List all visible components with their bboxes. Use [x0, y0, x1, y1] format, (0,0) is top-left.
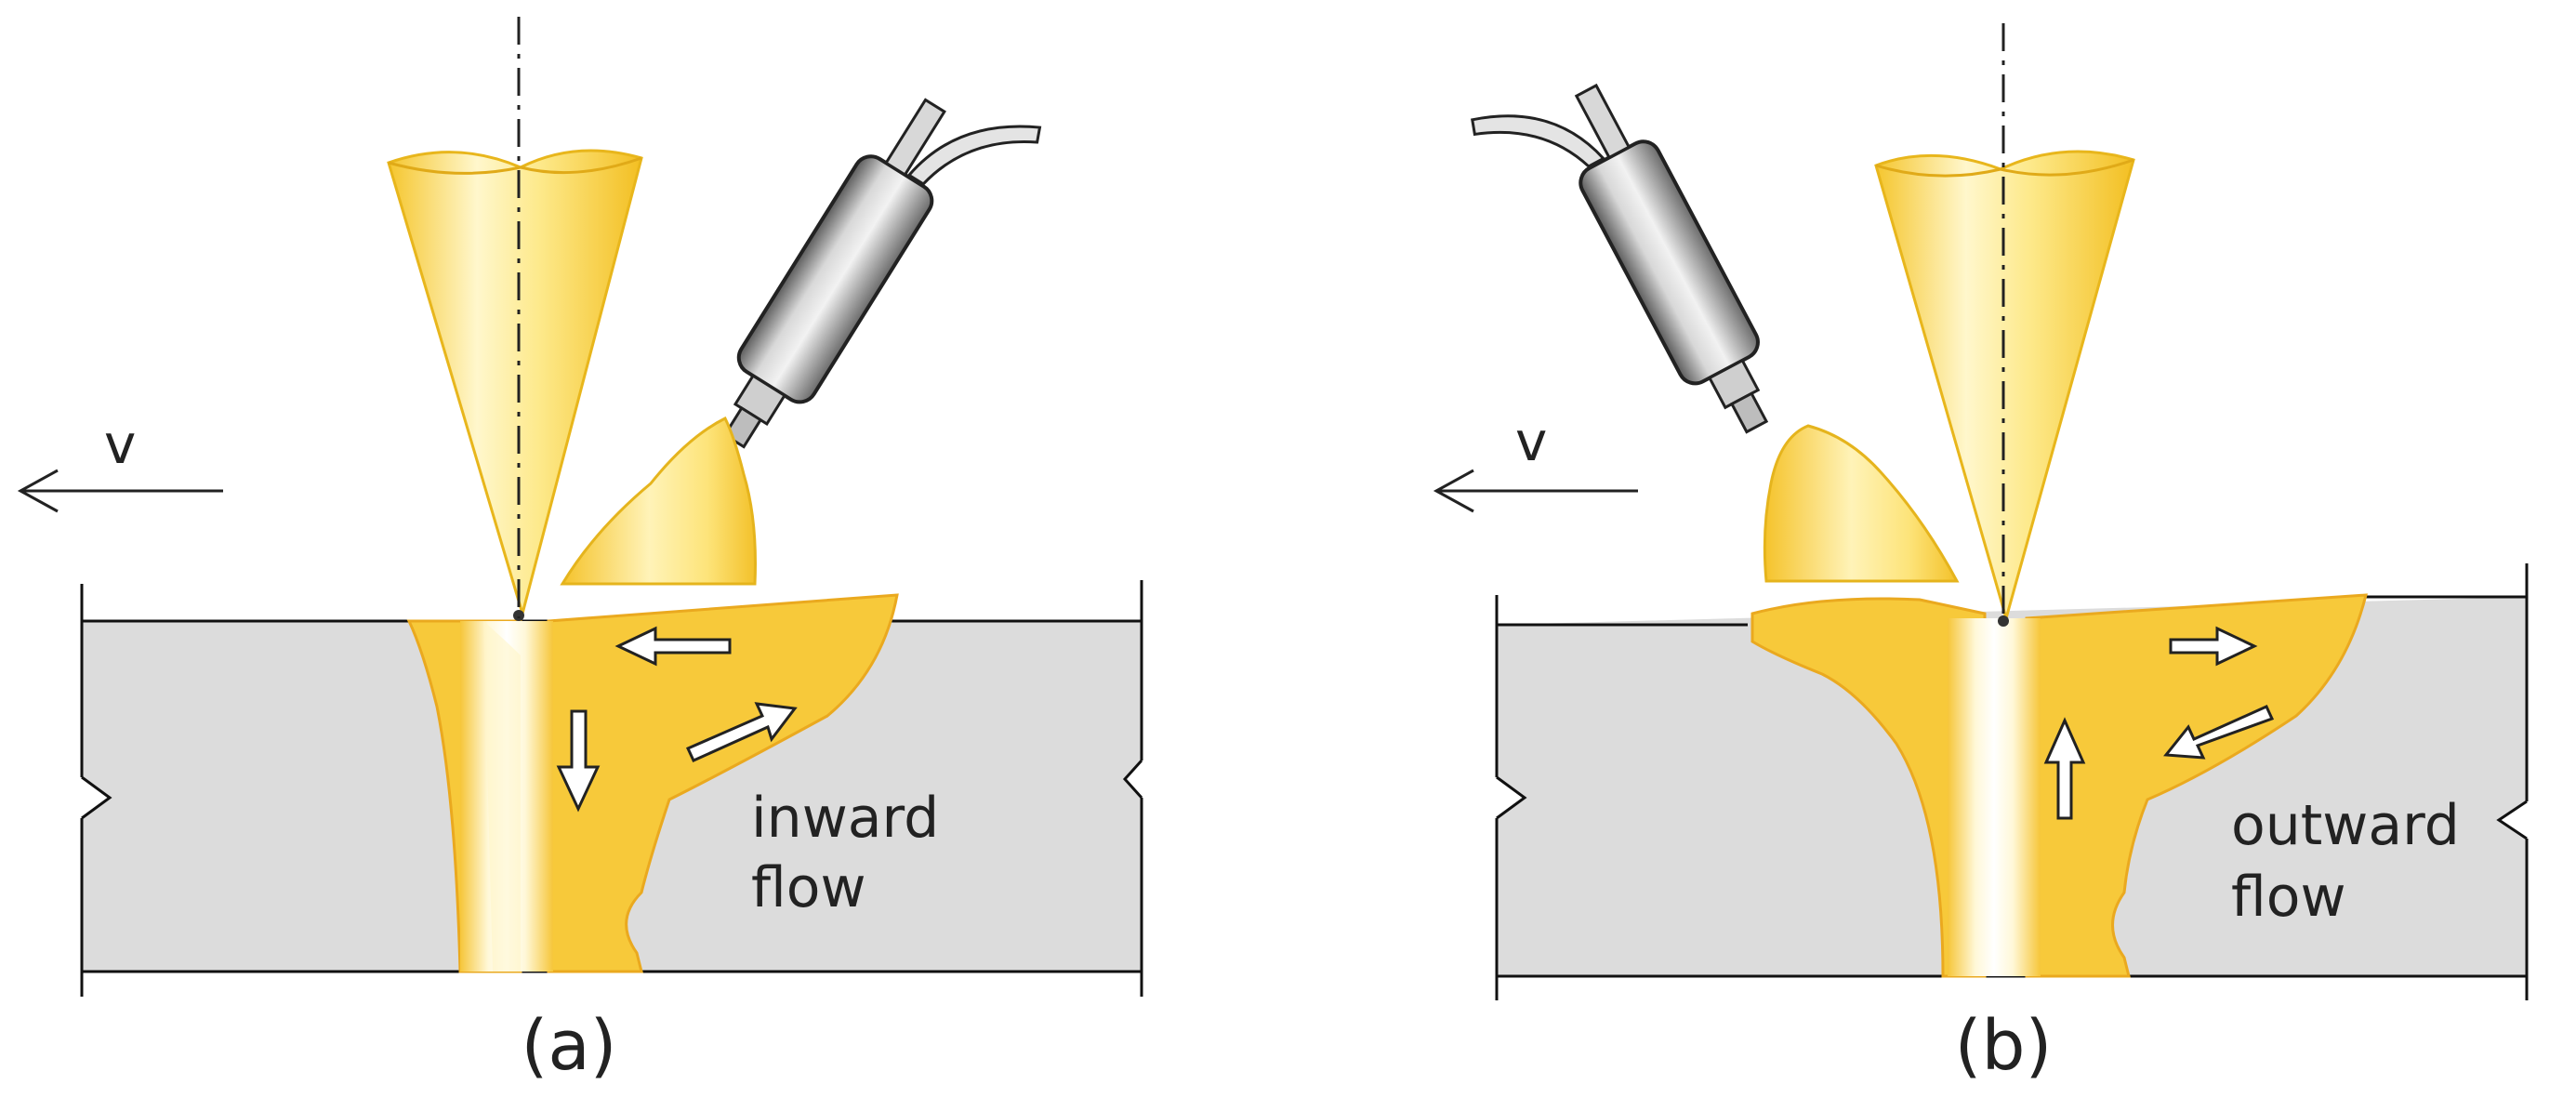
plasma-plume [560, 416, 757, 586]
flow-label-line1: inward [751, 786, 939, 851]
velocity-label: v [1515, 410, 1547, 473]
panel-caption: (a) [521, 1006, 616, 1086]
flow-arrow-down [556, 709, 601, 813]
flow-label-line2: flow [751, 855, 866, 920]
molten-pool [406, 593, 899, 973]
velocity-arrow [17, 469, 223, 513]
welding-torch [1471, 83, 1769, 434]
panel-b: v outward flow (b) [1433, 23, 2529, 1086]
flow-arrow-diagonal [685, 702, 798, 762]
flow-arrow-diagonal [2163, 705, 2275, 760]
flow-label-line1: outward [2231, 793, 2460, 858]
welding-torch [722, 98, 1042, 449]
panel-a: v inward flow (a) [17, 17, 1143, 1086]
flow-arrow-right [2169, 626, 2258, 667]
flow-arrow-left [614, 626, 732, 667]
keyhole [1948, 618, 2041, 976]
plasma-plume [1763, 424, 1960, 583]
panel-caption: (b) [1955, 1006, 2053, 1086]
velocity-arrow [1433, 469, 1638, 513]
velocity-label: v [104, 413, 136, 476]
flow-arrow-up [2043, 717, 2086, 820]
laser-beam-cone [387, 149, 643, 621]
flow-label-line2: flow [2231, 865, 2346, 930]
